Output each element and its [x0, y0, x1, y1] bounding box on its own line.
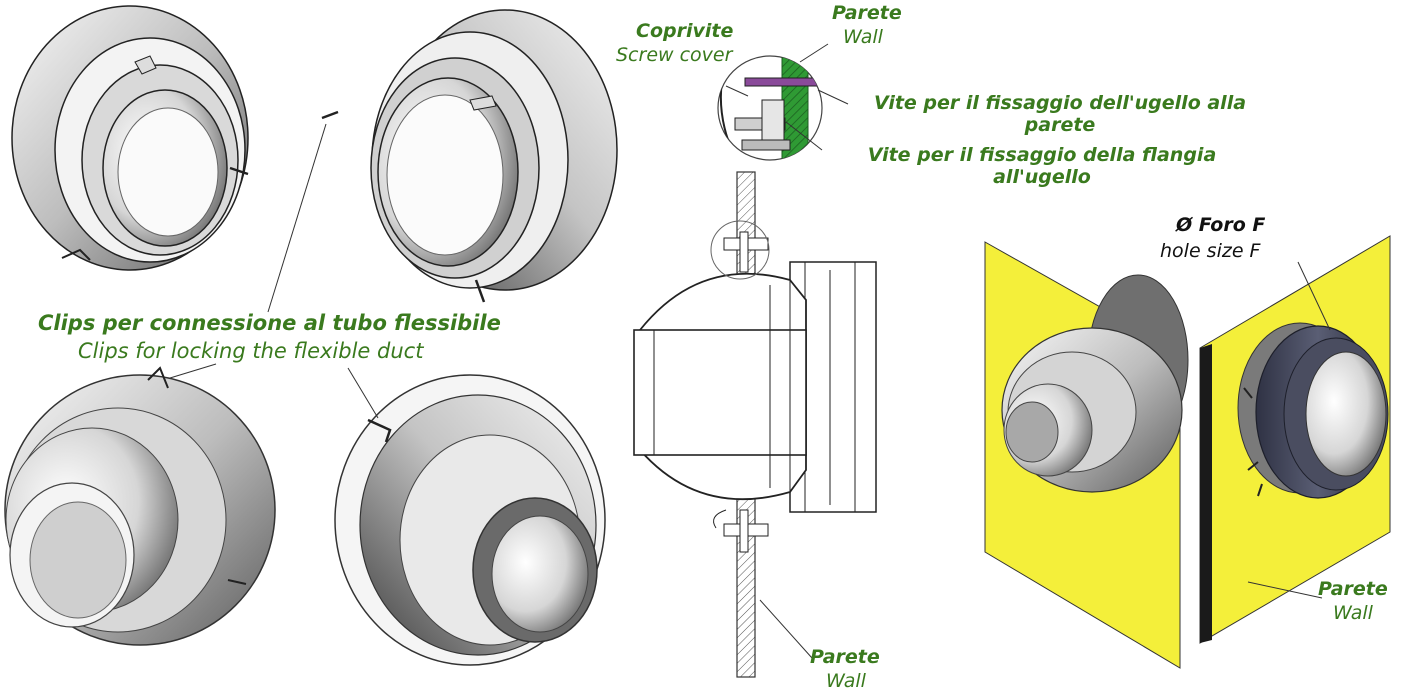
flange-screw-label-line1: Vite per il fissaggio della flangia: [867, 144, 1217, 166]
wall-label-bottom-english: Wall: [826, 670, 866, 692]
screw-detail-view: [717, 55, 823, 161]
clips-label-english: Clips for locking the flexible duct: [78, 339, 424, 363]
screw-cover-label-english: Screw cover: [616, 44, 733, 66]
hole-size-label-english: hole size F: [1160, 240, 1261, 262]
wall-mounted-nozzle-front: [984, 241, 1189, 669]
clips-label-italian: Clips per connessione al tubo flessibile: [38, 311, 501, 335]
screw-cover-leader: [725, 85, 749, 97]
nozzle-front-view-right: [334, 374, 606, 666]
wall-leader-bottom: [759, 599, 813, 659]
nozzle-screw-leader: [817, 89, 849, 105]
nozzle-rear-view-right: [321, 9, 618, 303]
clip-leader-line: [267, 123, 327, 313]
nozzle-rear-view-left: [11, 5, 249, 271]
hole-leader: [1297, 261, 1331, 331]
wall-leader-top: [799, 43, 829, 63]
clip-leader-line-left: [169, 363, 217, 379]
flange-screw-label-line2: all'ugello: [993, 166, 1091, 188]
wall-label-top-italian: Parete: [832, 2, 902, 24]
nozzle-front-view-left: [4, 366, 276, 646]
wall-leader-right: [1247, 581, 1323, 599]
screw-cover-label-italian: Coprivite: [636, 20, 734, 42]
nozzle-screw-label-line1: Vite per il fissaggio dell'ugello alla: [873, 92, 1247, 114]
flange-screw-leader: [785, 121, 823, 151]
hole-size-label-italian: Ø Foro F: [1176, 214, 1266, 236]
wall-label-bottom-italian: Parete: [810, 646, 880, 668]
nozzle-cross-section: [633, 171, 877, 678]
wall-label-top-english: Wall: [843, 26, 883, 48]
nozzle-screw-label-line2: parete: [1024, 114, 1096, 136]
wall-label-right-english: Wall: [1333, 602, 1373, 624]
wall-label-right-italian: Parete: [1318, 578, 1388, 600]
clip-leader-line-right: [347, 367, 379, 419]
wall-hole-duct-back: [1199, 235, 1391, 644]
